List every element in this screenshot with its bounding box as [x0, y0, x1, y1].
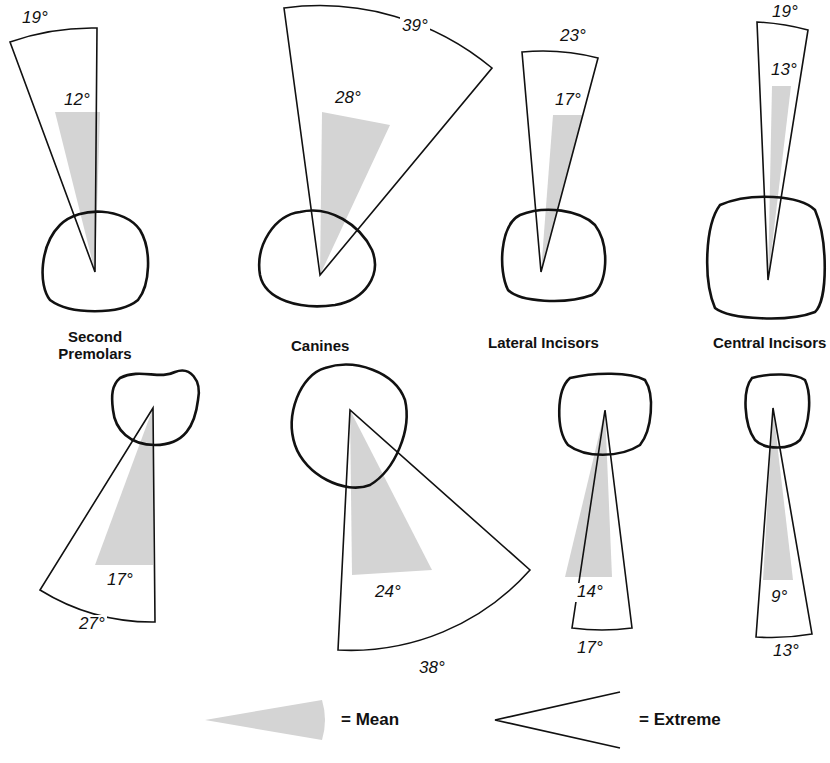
- angle-value: 24°: [373, 583, 403, 602]
- tooth-name: Second Premolars: [45, 329, 145, 362]
- angle-value: 17°: [553, 91, 583, 110]
- angle-value: 9°: [769, 588, 789, 607]
- mean-wedges: [55, 86, 793, 580]
- legend-text: = Mean: [341, 711, 399, 730]
- tooth-name: Central Incisors: [713, 335, 826, 352]
- tooth-name: Lateral Incisors: [488, 335, 599, 352]
- angle-value: 19°: [20, 9, 50, 28]
- tooth-name: Canines: [291, 338, 349, 355]
- angle-value: 27°: [77, 615, 107, 634]
- extreme-wedges: [10, 6, 812, 651]
- angle-value: 13°: [771, 642, 801, 661]
- angle-value: 19°: [770, 3, 800, 22]
- angle-value: 17°: [105, 571, 135, 590]
- angle-value: 38°: [417, 659, 447, 678]
- angle-value: 12°: [62, 91, 92, 110]
- angle-value: 39°: [400, 17, 430, 36]
- tooth-outlines: [43, 197, 825, 488]
- angle-value: 17°: [575, 639, 605, 658]
- angle-value: 14°: [575, 583, 605, 602]
- legend-text: = Extreme: [639, 711, 721, 730]
- angle-value: 13°: [769, 61, 799, 80]
- extreme-legend-sample: [495, 692, 620, 748]
- angle-value: 23°: [558, 27, 588, 46]
- mean-legend-sample: [205, 700, 325, 740]
- angle-value: 28°: [333, 89, 363, 108]
